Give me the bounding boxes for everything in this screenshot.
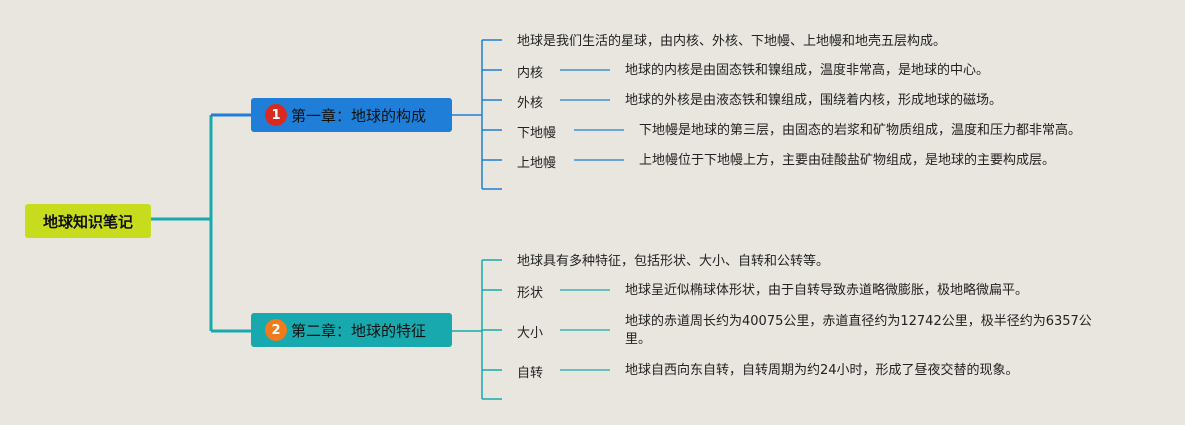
chapter1-item-text: 下地幔是地球的第三层，由固态的岩浆和矿物质组成，温度和压力都非常高。 (639, 123, 1082, 138)
chapter2-item-text: 地球的赤道周长约为40075公里，赤道直径约为12742公里，极半径约为6357… (625, 314, 1092, 347)
chapter1-item-text: 地球的外核是由液态铁和镍组成，围绕着内核，形成地球的磁场。 (625, 93, 1003, 108)
chapter2-node[interactable]: 2 第二章：地球的特征 (251, 313, 452, 347)
chapter2-number-badge: 2 (265, 319, 287, 341)
chapter2-item-label[interactable]: 大小 (517, 326, 544, 341)
chapter1-label-lines (560, 69, 624, 161)
chapter2-intro: 地球具有多种特征，包括形状、大小、自转和公转等。 (517, 254, 830, 269)
chapter1-item-label[interactable]: 下地幔 (517, 126, 557, 141)
chapter2-title: 第二章：地球的特征 (291, 321, 427, 340)
chapter2-item-text: 地球自西向东自转，自转周期为约24小时，形成了昼夜交替的现象。 (625, 363, 1019, 378)
chapter2-label-lines (560, 289, 610, 371)
chapter2-item-label[interactable]: 形状 (517, 286, 544, 301)
chapter2-item-text: 地球呈近似椭球体形状，由于自转导致赤道略微膨胀，极地略微扁平。 (625, 283, 1029, 298)
chapter1-title: 第一章：地球的构成 (291, 106, 427, 125)
chapter1-ticks (482, 39, 502, 190)
chapter1-number-badge: 1 (265, 104, 287, 126)
chapter1-item-text: 地球的内核是由固态铁和镍组成，温度非常高，是地球的中心。 (625, 63, 990, 78)
root-node[interactable]: 地球知识笔记 (25, 204, 151, 238)
chapter1-intro: 地球是我们生活的星球，由内核、外核、下地幔、上地幔和地壳五层构成。 (517, 34, 947, 49)
chapter2-item-label[interactable]: 自转 (517, 366, 544, 381)
chapter1-item-label[interactable]: 上地幔 (517, 156, 557, 171)
root-trunk (151, 115, 213, 331)
chapter1-item-text: 上地幔位于下地幔上方，主要由硅酸盐矿物组成，是地球的主要构成层。 (639, 153, 1056, 168)
chapter1-item-label[interactable]: 外核 (517, 96, 544, 111)
chapter1-item-label[interactable]: 内核 (517, 66, 544, 81)
chapter2-ticks (482, 259, 502, 400)
chapter1-node[interactable]: 1 第一章：地球的构成 (251, 98, 452, 132)
